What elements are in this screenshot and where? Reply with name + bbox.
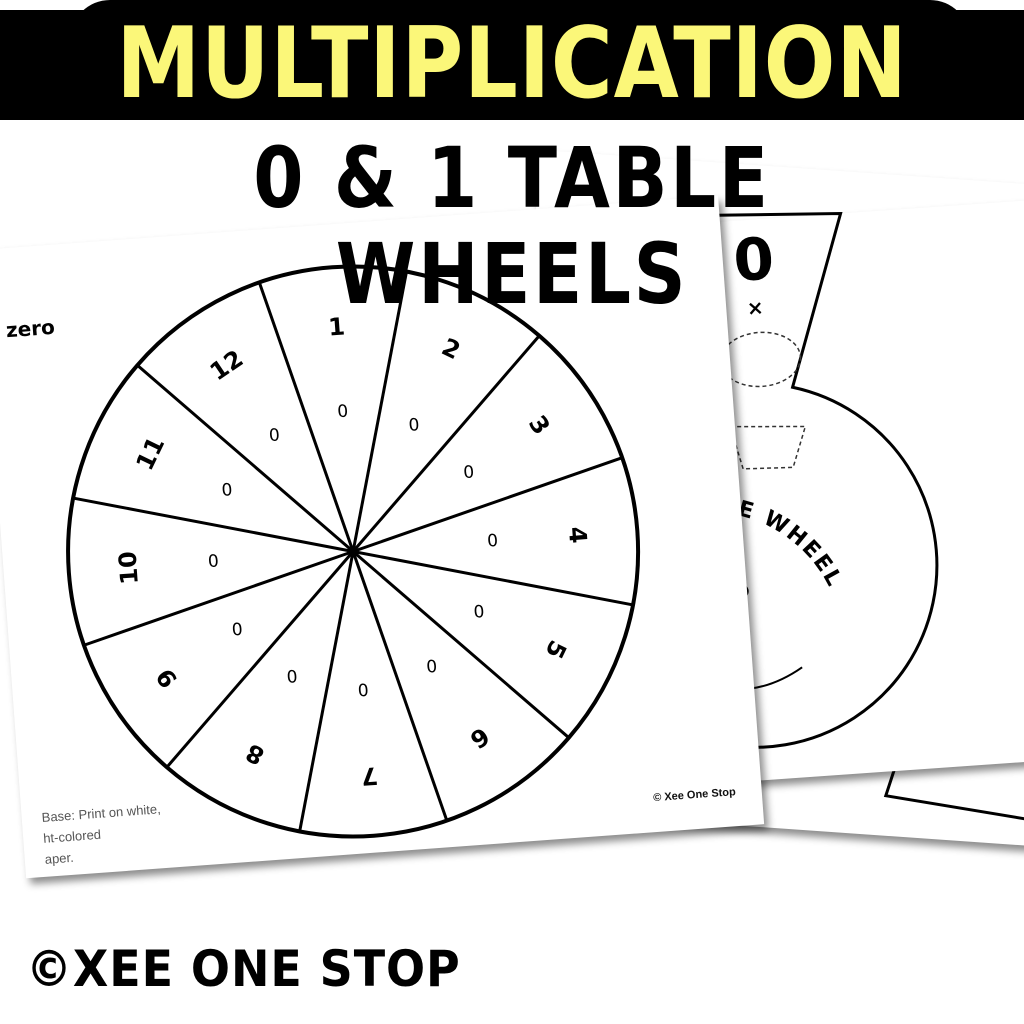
wheel-segment-answer: 0 — [221, 480, 233, 501]
wheel-segment-number: 7 — [360, 761, 379, 790]
number-window-cutout — [729, 425, 807, 470]
wheel-segment-answer: 0 — [426, 657, 438, 678]
wheel-segment-number: 4 — [563, 526, 592, 545]
wheel-segment-answer: 0 — [286, 667, 298, 688]
page-subtitle: 0 & 1 TABLE WHEELS — [253, 129, 771, 323]
wheel-segment-answer: 0 — [473, 602, 485, 623]
wheel-segment-answer: 0 — [231, 620, 243, 641]
factor-number: 0 — [731, 224, 776, 295]
print-instructions: Base: Print on white, ht-colored aper. — [41, 801, 162, 867]
wheel-segment-answer: 0 — [408, 415, 420, 436]
footer-copyright: ©XEE ONE STOP — [26, 940, 461, 998]
wheel-segment-answer: 0 — [463, 462, 475, 483]
wheel-segment-number: 10 — [114, 550, 144, 585]
wheel-segment-answer: 0 — [337, 401, 349, 422]
page-title: MULTIPLICATION — [116, 7, 908, 121]
times-operator: × — [746, 295, 764, 320]
wheel-segment-answer: 0 — [357, 681, 369, 702]
title-banner — [0, 10, 1024, 120]
wheel-segment-answer: 0 — [487, 531, 499, 552]
wheel-segment-answer: 0 — [268, 425, 280, 446]
wheel-segment-answer: 0 — [207, 551, 219, 572]
wheel-segment-number: 1 — [327, 313, 346, 342]
